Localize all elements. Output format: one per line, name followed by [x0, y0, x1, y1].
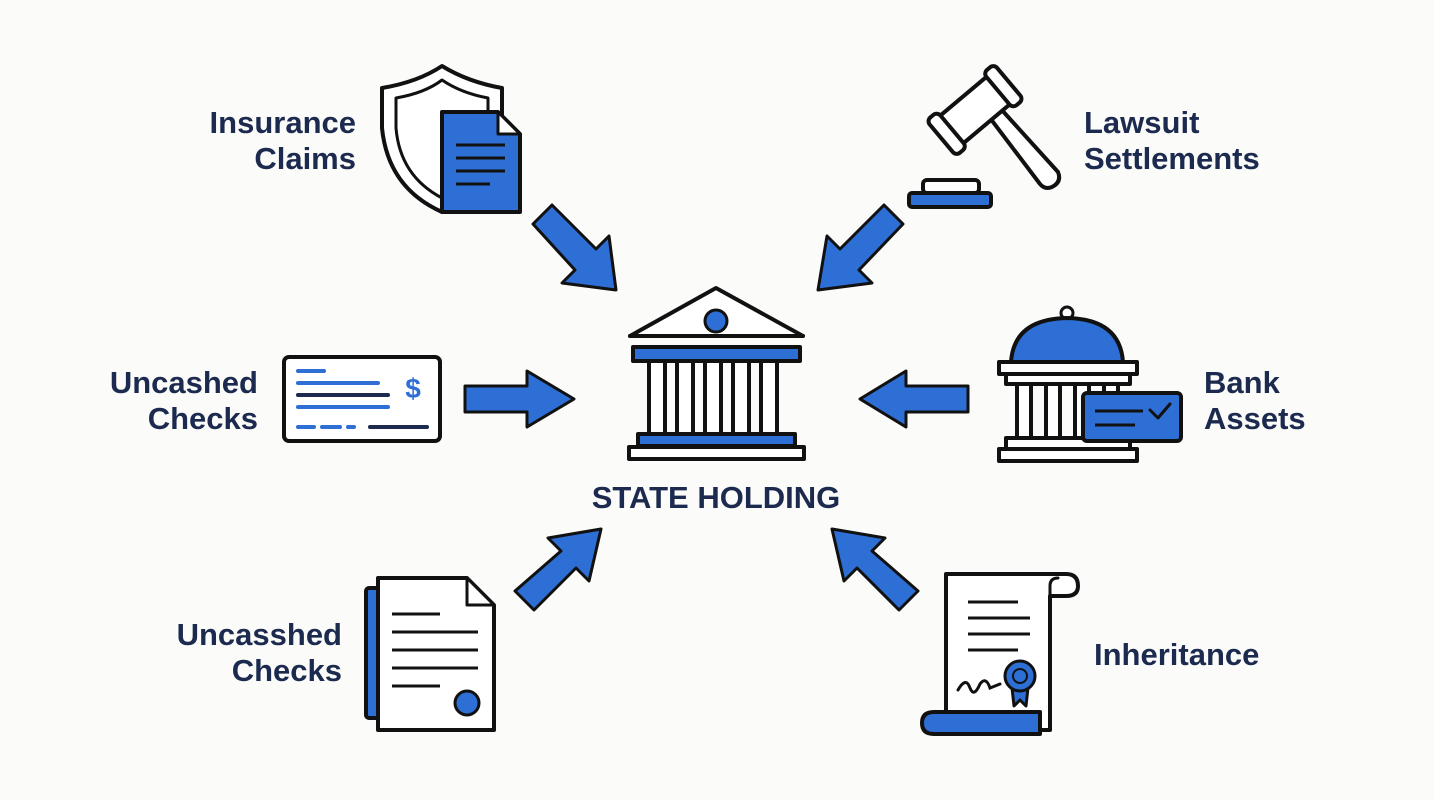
bank-with-card-icon	[997, 305, 1183, 463]
lawsuit-settlements-line-1: Lawsuit	[1084, 105, 1199, 140]
arrow-from-insurance	[531, 203, 618, 292]
arrow-from-lawsuit	[816, 203, 905, 292]
uncasshed-checks-label: Uncasshed Checks	[177, 617, 342, 688]
uncasshed-checks-line-1: Uncasshed	[177, 617, 342, 652]
lawsuit-settlements-line-2: Settlements	[1084, 141, 1260, 176]
uncasshed-checks-line-2: Checks	[232, 653, 342, 688]
shield-document-icon	[380, 64, 522, 214]
arrow-from-uncasshed-checks	[513, 527, 603, 612]
lawsuit-settlements-label: Lawsuit Settlements	[1084, 105, 1260, 176]
arrow-from-uncashed-checks	[463, 369, 576, 429]
bank-assets-label: Bank Assets	[1204, 365, 1306, 436]
inheritance-label: Inheritance	[1094, 637, 1259, 672]
bank-assets-line-2: Assets	[1204, 401, 1306, 436]
insurance-claims-line-2: Claims	[254, 141, 356, 176]
bank-building-icon	[627, 286, 806, 461]
uncashed-checks-label: Uncashed Checks	[110, 365, 258, 436]
will-scroll-icon	[920, 572, 1080, 736]
uncashed-checks-line-1: Uncashed	[110, 365, 258, 400]
arrow-from-inheritance	[830, 527, 920, 612]
check-icon: $	[282, 355, 442, 443]
center-title: STATE HOLDING	[592, 480, 841, 515]
inheritance-line-1: Inheritance	[1094, 637, 1259, 672]
gavel-icon	[907, 64, 1062, 209]
document-icon	[364, 576, 496, 732]
insurance-claims-label: Insurance Claims	[210, 105, 356, 176]
uncashed-checks-line-2: Checks	[148, 401, 258, 436]
bank-assets-line-1: Bank	[1204, 365, 1281, 400]
insurance-claims-line-1: Insurance	[210, 105, 356, 140]
dollar-sign-icon: $	[405, 373, 421, 404]
arrow-from-bank-assets	[858, 369, 970, 429]
